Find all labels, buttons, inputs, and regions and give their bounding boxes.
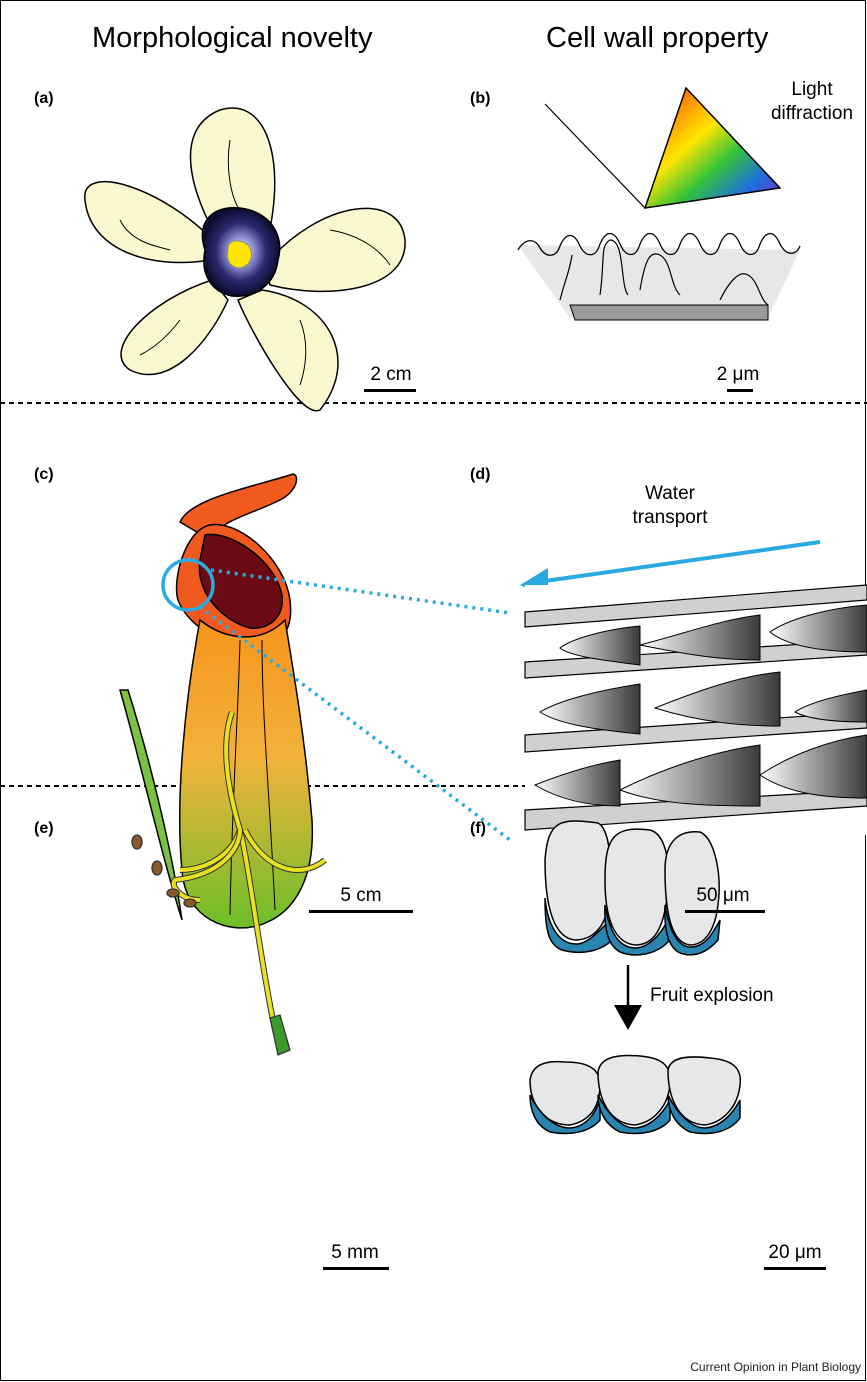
scale-label-a: 2 cm xyxy=(362,364,420,386)
scale-label-e: 5 mm xyxy=(320,1242,390,1264)
cell-array-illustration xyxy=(520,542,867,835)
scale-bar-a xyxy=(364,389,416,392)
fruit-explosion-label: Fruit explosion xyxy=(650,984,820,1008)
water-transport-label: Water transport xyxy=(615,482,725,530)
light-diffraction-line1: Light xyxy=(757,78,867,102)
scale-bar-c xyxy=(309,910,413,913)
scale-label-d: 50 μm xyxy=(680,885,766,907)
fruit-arrow-head xyxy=(614,1005,642,1030)
scale-bar-b xyxy=(727,389,753,392)
scale-label-b: 2 μm xyxy=(713,364,763,386)
scale-bar-f xyxy=(764,1267,826,1270)
scale-label-c: 5 cm xyxy=(309,885,413,907)
water-transport-line1: Water xyxy=(615,482,725,506)
water-transport-line2: transport xyxy=(615,506,725,530)
scale-label-f: 20 μm xyxy=(760,1242,830,1264)
credit-label: Current Opinion in Plant Biology xyxy=(690,1360,861,1374)
seed-cells-bottom xyxy=(530,1056,740,1134)
scale-bar-e xyxy=(323,1267,389,1270)
light-diffraction-label: Light diffraction xyxy=(757,78,867,126)
scale-bar-d xyxy=(685,910,765,913)
light-diffraction-line2: diffraction xyxy=(757,102,867,126)
flower-illustration xyxy=(85,108,405,411)
